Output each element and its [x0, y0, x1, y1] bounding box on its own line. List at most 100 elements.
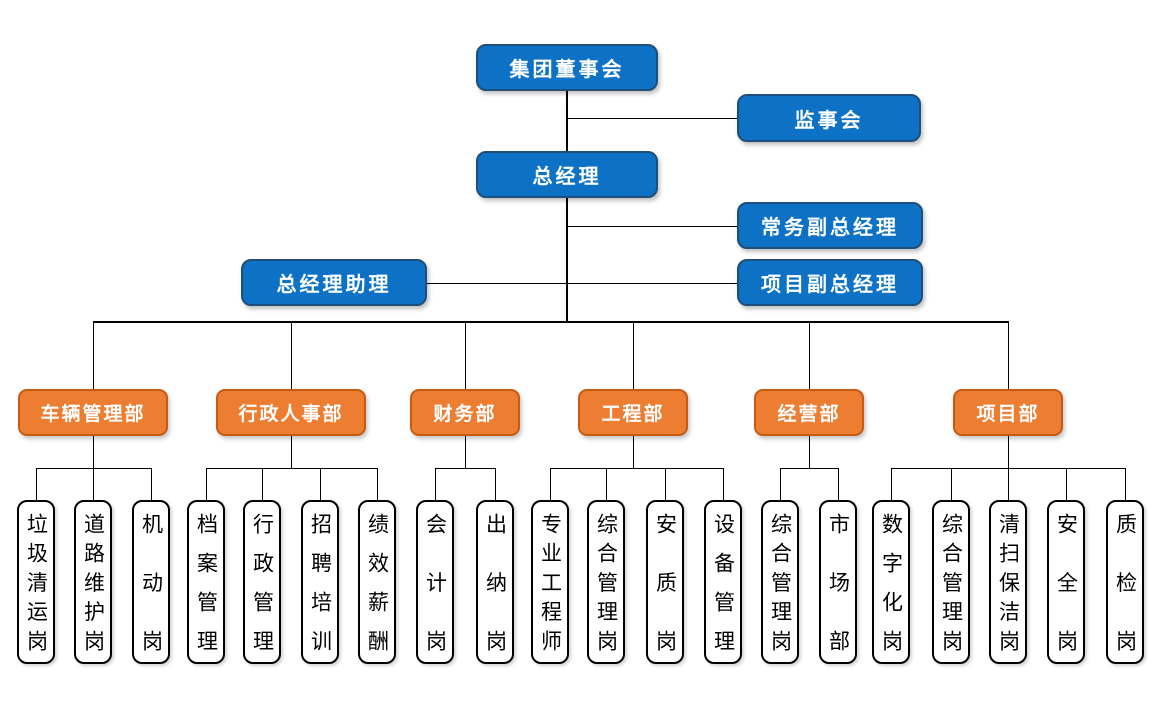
connector-line: [465, 322, 466, 389]
position-label: 绩效薪酬: [365, 513, 390, 669]
connector-line: [550, 468, 724, 469]
connector-line: [780, 468, 839, 469]
pos-market-department: 市场部: [819, 500, 857, 689]
connector-line: [435, 468, 496, 469]
connector-line: [809, 322, 810, 389]
pos-professional-engineer: 专业工程师: [531, 500, 569, 664]
position-label: 安质岗: [653, 513, 678, 689]
connector-line: [495, 468, 496, 500]
connector-line: [633, 436, 634, 468]
pos-safety: 安全岗: [1047, 500, 1085, 689]
connector-line: [36, 468, 152, 469]
dept-label: 工程部: [601, 403, 665, 425]
connector-line: [567, 118, 737, 119]
connector-line: [377, 468, 378, 500]
node-project-deputy-gm: 项目副总经理: [737, 259, 923, 306]
position-label: 机动岗: [139, 513, 164, 689]
node-label: 常务副总经理: [761, 215, 899, 239]
pos-archive-management: 档案管理: [187, 500, 225, 669]
position-label: 质检岗: [1113, 513, 1138, 689]
position-label: 垃圾清运岗: [24, 513, 49, 660]
dept-label: 经营部: [777, 403, 841, 425]
node-label: 项目副总经理: [761, 272, 899, 296]
pos-safety-quality: 安质岗: [646, 500, 684, 689]
position-label: 专业工程师: [538, 513, 563, 660]
connector-line: [780, 468, 781, 500]
connector-line: [566, 91, 568, 322]
dept-project: 项目部: [953, 389, 1063, 436]
position-label: 市场部: [826, 513, 851, 689]
position-label: 道路维护岗: [81, 513, 106, 660]
dept-engineering: 工程部: [578, 389, 688, 436]
dept-operations: 经营部: [754, 389, 864, 436]
pos-performance-payroll: 绩效薪酬: [358, 500, 396, 669]
pos-general-management-project: 综合管理岗: [932, 500, 970, 664]
pos-equipment-management: 设备管理: [704, 500, 742, 669]
pos-mobile-duty: 机动岗: [132, 500, 170, 689]
connector-line: [151, 468, 152, 500]
connector-line: [665, 468, 666, 500]
pos-garbage-collection: 垃圾清运岗: [17, 500, 55, 664]
pos-accountant: 会计岗: [416, 500, 454, 689]
connector-line: [93, 321, 1009, 323]
position-label: 数字化岗: [879, 513, 904, 669]
node-label: 监事会: [794, 107, 864, 132]
dept-vehicle-management: 车辆管理部: [18, 389, 168, 436]
connector-line: [93, 322, 94, 389]
connector-line: [291, 436, 292, 468]
connector-line: [465, 436, 466, 468]
connector-line: [1008, 468, 1009, 500]
connector-line: [1008, 436, 1009, 468]
dept-label: 财务部: [433, 403, 497, 425]
pos-cashier: 出纳岗: [476, 500, 514, 689]
position-label: 综合管理岗: [594, 513, 619, 660]
position-label: 行政管理: [250, 513, 275, 669]
position-label: 综合管理岗: [939, 513, 964, 660]
connector-line: [291, 322, 292, 389]
position-label: 设备管理: [711, 513, 736, 669]
dept-admin-hr: 行政人事部: [216, 389, 366, 436]
connector-line: [633, 322, 634, 389]
node-executive-deputy-gm: 常务副总经理: [737, 202, 923, 249]
node-label: 总经理助理: [276, 272, 392, 296]
connector-line: [891, 468, 892, 500]
position-label: 出纳岗: [483, 513, 508, 689]
connector-line: [951, 468, 952, 500]
connector-line: [427, 283, 737, 284]
connector-line: [1125, 468, 1126, 500]
node-gm-assistant: 总经理助理: [241, 259, 427, 306]
dept-label: 车辆管理部: [40, 403, 146, 425]
connector-line: [206, 468, 207, 500]
connector-line: [550, 468, 551, 500]
dept-label: 行政人事部: [238, 403, 344, 425]
dept-label: 项目部: [976, 403, 1040, 425]
connector-line: [435, 468, 436, 500]
pos-road-maintenance: 道路维护岗: [74, 500, 112, 664]
position-label: 综合管理岗: [768, 513, 793, 660]
connector-line: [1008, 322, 1009, 389]
connector-line: [93, 436, 94, 468]
pos-digitalization: 数字化岗: [872, 500, 910, 669]
dept-finance: 财务部: [410, 389, 520, 436]
pos-administrative-management: 行政管理: [243, 500, 281, 669]
pos-cleaning: 清扫保洁岗: [989, 500, 1027, 664]
connector-line: [93, 468, 94, 500]
connector-line: [838, 468, 839, 500]
node-supervisory-board: 监事会: [737, 94, 921, 142]
position-label: 档案管理: [194, 513, 219, 669]
node-board-of-directors: 集团董事会: [476, 44, 658, 91]
node-label: 总经理: [532, 164, 602, 188]
pos-recruitment-training: 招聘培训: [301, 500, 339, 669]
pos-general-management-operations: 综合管理岗: [761, 500, 799, 664]
connector-line: [567, 226, 737, 227]
connector-line: [262, 468, 263, 500]
connector-line: [320, 468, 321, 500]
connector-line: [809, 436, 810, 468]
node-general-manager: 总经理: [476, 151, 658, 198]
position-label: 招聘培训: [308, 513, 333, 669]
pos-general-management-engineering: 综合管理岗: [587, 500, 625, 664]
connector-line: [1066, 468, 1067, 500]
pos-quality-inspection: 质检岗: [1106, 500, 1144, 689]
connector-line: [723, 468, 724, 500]
